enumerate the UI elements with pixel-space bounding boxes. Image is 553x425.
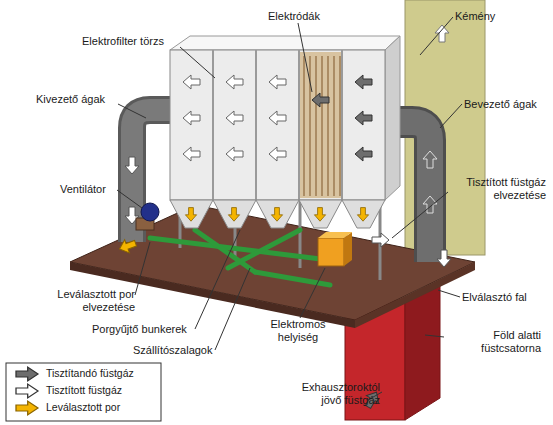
clean-gas-arrow	[183, 147, 200, 161]
callout-label: Ventilátor	[60, 183, 125, 196]
electrode	[333, 56, 335, 196]
legend-text: Tisztítandó füstgáz	[46, 367, 134, 379]
callout-label: Leválasztott por elvezetése	[38, 288, 135, 314]
leader-line	[425, 335, 444, 337]
electrode	[321, 56, 323, 196]
electrical-room-top	[318, 232, 352, 238]
leader-line	[392, 192, 448, 238]
dust-arrow	[314, 208, 325, 222]
leader-line	[215, 268, 250, 350]
dust-arrow	[117, 237, 138, 256]
electrode	[303, 56, 305, 196]
clean-gas-arrow	[372, 233, 389, 247]
electrode	[309, 56, 311, 196]
callout-label: Kémény	[455, 10, 525, 23]
clean-gas-arrow	[183, 111, 200, 125]
leader-line	[420, 17, 453, 55]
clean-gas-arrow	[435, 25, 449, 42]
filter-roof	[170, 36, 400, 50]
conveyor	[195, 230, 255, 272]
callout-label: Exhausztoroktól jövő füstgáz	[280, 381, 380, 407]
callout-label: Szállítószalagok	[133, 344, 228, 357]
clean-gas-arrow	[226, 75, 243, 89]
dust-arrow	[228, 208, 239, 222]
raw-gas-arrow	[355, 147, 372, 161]
divider	[212, 50, 214, 200]
legend-entry: Tisztítandó füstgáz	[46, 367, 134, 380]
panel-dividers	[213, 50, 342, 200]
callout-label: Bevezető ágak	[464, 98, 549, 111]
clean-gas-arrow	[226, 147, 243, 161]
hoppers	[170, 200, 385, 228]
legend-text: Leválasztott por	[46, 401, 120, 413]
leader-line	[440, 104, 462, 128]
hopper	[256, 200, 299, 228]
leader-line	[117, 190, 142, 208]
dust-arrow	[357, 208, 368, 222]
callout-label: Föld alatti füstcsatorna	[446, 329, 541, 355]
hopper	[342, 200, 385, 228]
callout-label: Kivezető ágak	[36, 93, 126, 106]
clean-gas-arrow	[125, 157, 139, 174]
platform-edge	[355, 262, 475, 328]
raw-gas-arrow	[355, 75, 372, 89]
leader-line	[195, 230, 240, 329]
filter-body	[170, 50, 385, 200]
electrode-panel	[300, 52, 342, 198]
legend-entry: Leválasztott por	[46, 401, 120, 414]
legend-arrow-dust	[16, 401, 38, 415]
clean-gas-arrow	[269, 111, 286, 125]
fan	[141, 203, 159, 221]
electrode	[315, 56, 317, 196]
legend-text: Tisztított füstgáz	[46, 384, 122, 396]
raw-gas-arrow	[312, 93, 329, 107]
dust-arrow	[185, 208, 196, 222]
hopper	[299, 200, 342, 228]
leader-line	[298, 23, 312, 92]
clean-gas-arrow	[269, 75, 286, 89]
leader-line	[180, 47, 215, 78]
hopper	[170, 200, 213, 228]
electrical-room	[318, 238, 344, 266]
raw-gas-arrow	[355, 111, 372, 125]
divider	[341, 50, 343, 200]
raw-gas-arrow	[423, 151, 437, 168]
divider	[298, 50, 300, 200]
conveyor	[255, 272, 330, 285]
clean-gas-arrow	[269, 147, 286, 161]
filter-side	[385, 36, 400, 200]
hopper	[213, 200, 256, 228]
legend-frame	[6, 363, 161, 421]
conveyors	[150, 230, 345, 285]
legend-arrow-clean-gas	[16, 384, 38, 398]
clean-gas-arrow	[226, 111, 243, 125]
callout-label: Elválasztó fal	[462, 291, 547, 304]
callout-label: Elektródák	[268, 10, 343, 23]
callout-label: Elektrofilter törzs	[82, 35, 192, 48]
leader-line	[438, 290, 460, 297]
leader-line	[118, 104, 146, 118]
electrode	[327, 56, 329, 196]
leader-lines	[117, 17, 462, 400]
electrode	[339, 56, 341, 196]
leader-line	[300, 268, 325, 318]
clean-gas-arrow	[183, 75, 200, 89]
electrical-room-side	[344, 232, 352, 266]
legend-arrow-raw-gas	[16, 367, 38, 381]
callout-label: Tisztított füstgáz elvezetése	[448, 176, 546, 202]
leader-line	[135, 242, 150, 295]
divider	[255, 50, 257, 200]
dust-arrow	[271, 208, 282, 222]
callout-label: Porgyűjtő bunkerek	[92, 323, 202, 336]
conveyor	[228, 230, 300, 268]
legend-entry: Tisztított füstgáz	[46, 384, 122, 397]
callout-label: Elektromos helyiség	[262, 318, 334, 344]
flow-arrows	[183, 75, 372, 161]
clean-gas-arrow	[437, 250, 451, 267]
